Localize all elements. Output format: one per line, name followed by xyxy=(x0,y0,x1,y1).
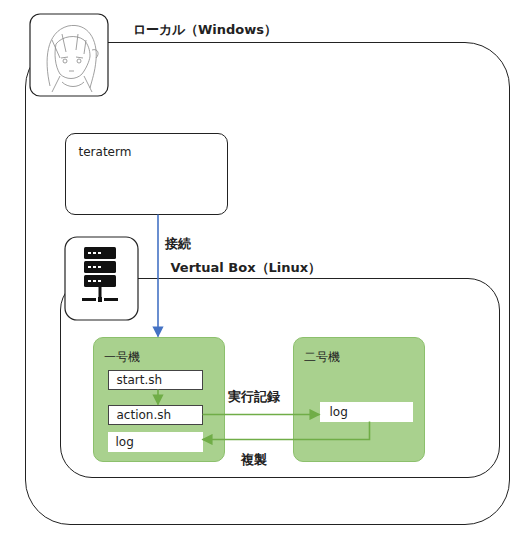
node-label: 二号機 xyxy=(304,350,340,364)
arrow-connector xyxy=(203,414,320,416)
file-box: log xyxy=(320,402,413,422)
edge-label: 実行記録 xyxy=(228,388,280,406)
avatar-illustration xyxy=(30,14,108,96)
arrow-connector xyxy=(203,422,370,440)
app-box: teraterm xyxy=(65,133,228,215)
node-label: log xyxy=(330,405,348,419)
machine-box: 一号機 start.sh action.sh log xyxy=(93,337,225,462)
server-icon xyxy=(65,237,138,320)
node-label: log xyxy=(116,435,134,449)
node-label: action.sh xyxy=(117,408,172,422)
arrow-connector xyxy=(157,215,159,337)
file-box: log xyxy=(108,432,203,452)
node-label: 一号機 xyxy=(104,350,140,364)
node-label: start.sh xyxy=(117,373,163,387)
node-label: teraterm xyxy=(79,145,132,159)
arrow-connector xyxy=(157,390,159,405)
node-label: Vertual Box（Linux） xyxy=(169,260,324,276)
edge-label: 複製 xyxy=(241,451,267,469)
edge-label: 接続 xyxy=(165,235,191,253)
file-box: start.sh xyxy=(108,370,203,390)
machine-box: 二号機 log xyxy=(293,337,425,462)
file-box: action.sh xyxy=(108,405,203,425)
node-label: ローカル（Windows） xyxy=(131,22,279,38)
